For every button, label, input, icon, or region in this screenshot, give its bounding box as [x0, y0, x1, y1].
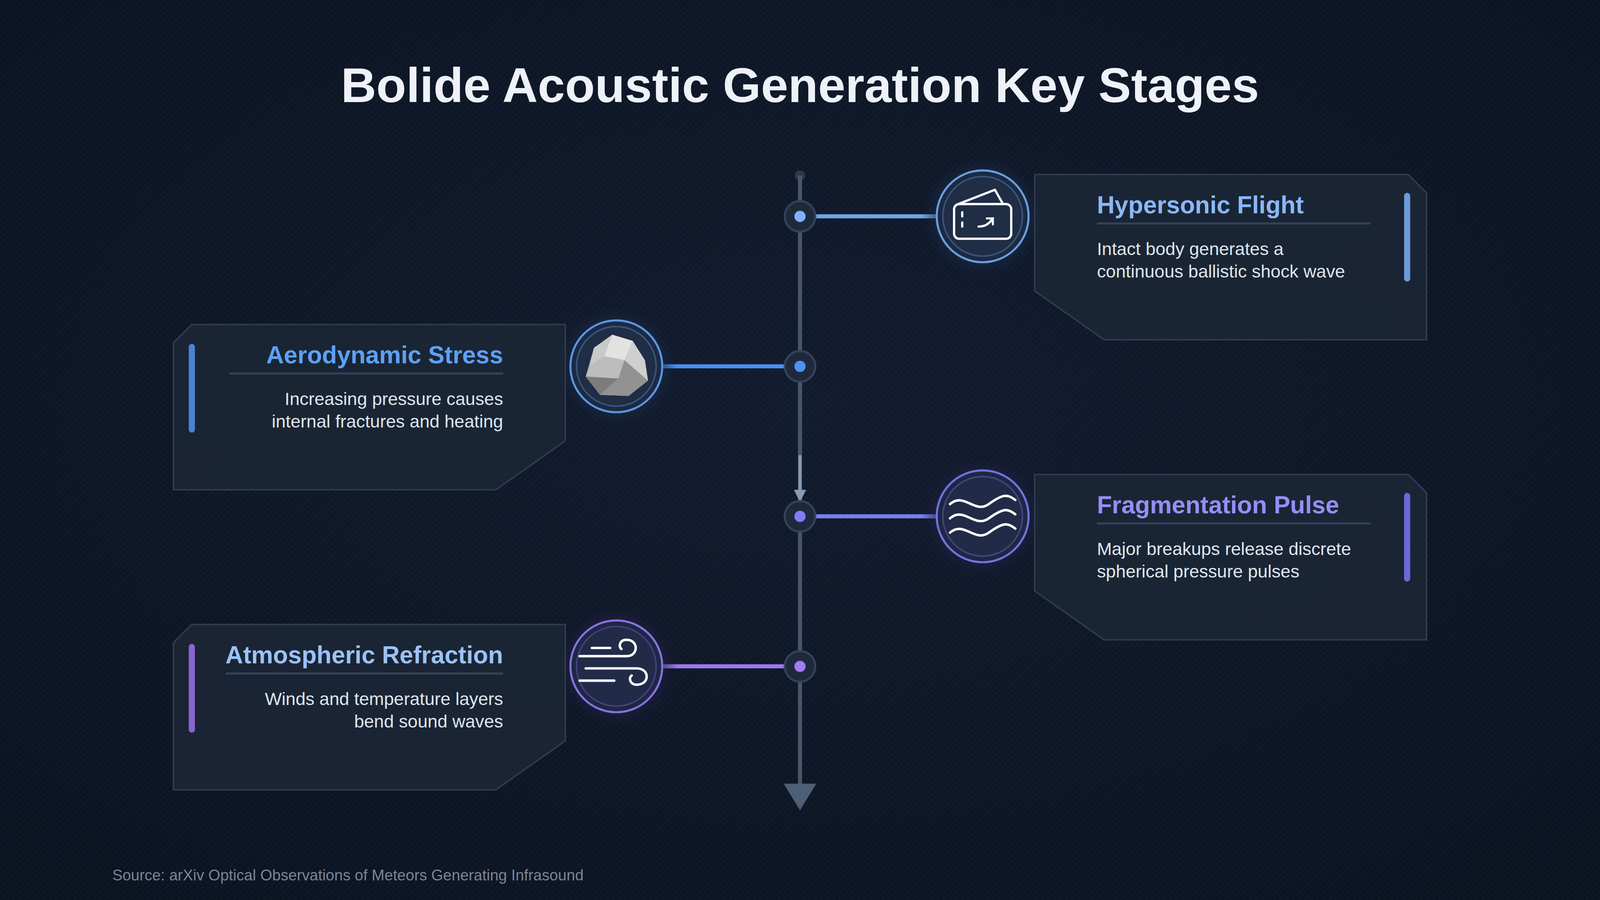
hypersonic-icon	[921, 155, 1044, 278]
timeline-dot	[784, 200, 815, 232]
stage-connector	[800, 514, 939, 519]
timeline-dot	[784, 500, 815, 532]
stage-description: Major breakups release discrete spherica…	[1097, 537, 1361, 583]
source-caption: Source: arXiv Optical Observations of Me…	[112, 865, 584, 886]
timeline-spine	[797, 175, 803, 788]
card-shape	[173, 324, 565, 490]
stage-card: Hypersonic FlightIntact body generates a…	[1034, 174, 1427, 340]
stage-description: Increasing pressure causes internal frac…	[240, 387, 504, 433]
stage-card: Aerodynamic StressIncreasing pressure ca…	[173, 324, 565, 490]
flow-arrow	[798, 455, 802, 492]
timeline-dot	[784, 350, 815, 382]
stage-heading: Atmospheric Refraction	[225, 640, 503, 675]
accent-bar	[1404, 492, 1411, 582]
stage-connector	[663, 364, 800, 369]
stage-connector	[800, 214, 939, 219]
card-shape	[173, 624, 565, 790]
card-shape	[1034, 474, 1427, 640]
stage-card: Atmospheric RefractionWinds and temperat…	[173, 624, 565, 790]
accent-bar	[188, 343, 195, 433]
stage-heading: Hypersonic Flight	[1097, 190, 1371, 225]
accent-bar	[188, 643, 195, 733]
stage-heading: Fragmentation Pulse	[1097, 490, 1371, 525]
stage-card: Fragmentation PulseMajor breakups releas…	[1034, 474, 1427, 640]
stage-connector	[663, 664, 800, 669]
accent-bar	[1404, 192, 1411, 282]
stage-description: Winds and temperature layers bend sound …	[240, 687, 504, 733]
stage-heading: Aerodynamic Stress	[229, 340, 503, 375]
card-shape	[1034, 174, 1427, 340]
timeline-dot	[784, 650, 815, 682]
diagram-title: Bolide Acoustic Generation Key Stages	[0, 52, 1600, 119]
pressure-wave-icon	[921, 455, 1044, 578]
meteoroid-icon	[555, 305, 678, 428]
stage-description: Intact body generates a continuous balli…	[1097, 237, 1361, 283]
wind-icon	[555, 605, 678, 728]
timeline-arrowhead	[783, 783, 817, 811]
